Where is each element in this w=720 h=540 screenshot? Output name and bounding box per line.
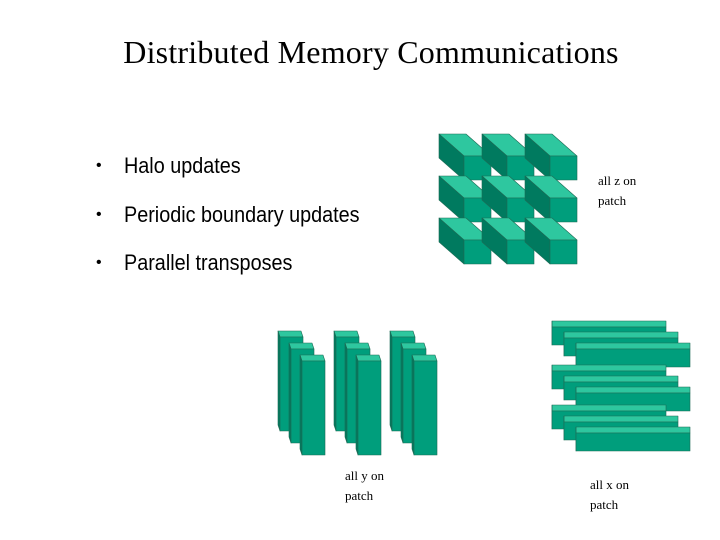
box-face <box>355 354 382 362</box>
slide-title: Distributed Memory Communications <box>123 34 619 70</box>
box-face <box>551 364 667 372</box>
y-label-line: patch <box>345 488 374 503</box>
bullet-text: Parallel transposes <box>124 250 293 275</box>
x-label-line: all x on <box>590 477 629 492</box>
box-face <box>551 404 667 412</box>
box-face <box>344 342 371 350</box>
x-label-line: patch <box>590 497 619 512</box>
box-face <box>549 197 578 223</box>
box-face <box>575 432 691 452</box>
box-face <box>575 386 691 394</box>
box-face <box>413 360 438 456</box>
box-face <box>288 342 315 350</box>
box-face <box>333 330 360 338</box>
box-face <box>411 354 438 362</box>
bullet-item: • Periodic boundary updates <box>96 201 386 250</box>
box-face <box>551 320 667 328</box>
box-face <box>549 239 578 265</box>
box-face <box>299 354 326 362</box>
box-face <box>389 330 416 338</box>
z-patch-label: all z on patch <box>598 171 636 211</box>
box-face <box>549 155 578 181</box>
y-patch-slabs-icon <box>277 330 438 456</box>
bullet-item: • Parallel transposes <box>96 249 386 298</box>
box-face <box>563 415 679 423</box>
bullet-item: • Halo updates <box>96 152 386 201</box>
box-face <box>563 375 679 383</box>
box-face <box>357 360 382 456</box>
y-patch-label: all y on patch <box>345 466 384 506</box>
bullet-text: Periodic boundary updates <box>124 201 360 227</box>
z-label-line: all z on <box>598 173 637 188</box>
bullet-dot-icon: • <box>96 157 102 174</box>
box-face <box>575 348 691 368</box>
box-face <box>563 331 679 339</box>
bullet-dot-icon: • <box>96 254 102 271</box>
bullet-text: Halo updates <box>124 153 241 178</box>
bullet-list: • Halo updates • Periodic boundary updat… <box>96 152 386 298</box>
box-face <box>400 342 427 350</box>
z-patch-columns-icon <box>438 133 578 265</box>
x-patch-label: all x on patch <box>590 475 629 515</box>
bullet-dot-icon: • <box>96 205 102 223</box>
z-label-line: patch <box>598 193 627 208</box>
box-face <box>575 426 691 434</box>
box-face <box>301 360 326 456</box>
x-patch-bars-icon <box>551 320 691 452</box>
y-label-line: all y on <box>345 468 384 483</box>
box-face <box>575 342 691 350</box>
box-face <box>277 330 304 338</box>
